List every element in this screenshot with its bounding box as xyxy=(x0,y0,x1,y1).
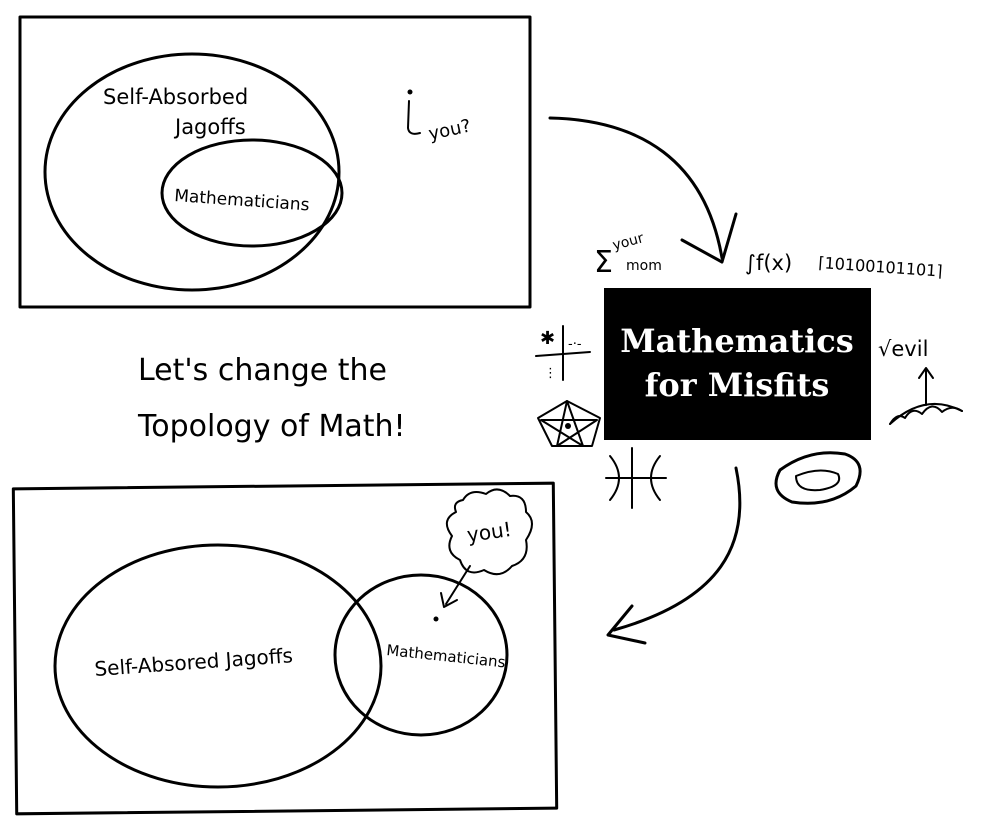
cloud-pointer-dot xyxy=(433,616,439,622)
doodles: Σ your mom ∫f(x) ⌈10100101101⌉ √evil ✱ -… xyxy=(535,230,963,509)
bottom-left-label: Self-Absored Jagoffs xyxy=(94,643,294,681)
binary-label: ⌈10100101101⌉ xyxy=(818,253,943,281)
bottom-left-ellipse xyxy=(53,543,383,789)
bottom-arrow xyxy=(606,466,742,645)
bottom-right-ellipse xyxy=(333,573,509,737)
pentagram-icon xyxy=(537,400,601,447)
top-arrow-head xyxy=(680,212,738,264)
umbrella-icon xyxy=(889,367,963,425)
tagline-line1: Let's change the xyxy=(138,353,387,388)
bottom-diagram: Self-Absored Jagoffs Mathematicians you! xyxy=(11,481,559,816)
sum-label-line2: mom xyxy=(626,258,662,274)
title-box: Mathematics for Misfits xyxy=(604,288,871,440)
top-arrow xyxy=(548,116,738,264)
cloud-pointer-head xyxy=(440,592,458,608)
hyperbola-icon xyxy=(605,447,667,509)
pointer-dot xyxy=(407,89,413,95)
svg-text:-·-: -·- xyxy=(568,337,582,352)
svg-text:⋮: ⋮ xyxy=(544,366,557,381)
tagline: Let's change the Topology of Math! xyxy=(137,353,406,444)
sum-symbol: Σ xyxy=(594,245,613,280)
quadrant-axes-icon: ✱ -·- ⋮ xyxy=(535,325,591,381)
bottom-right-label: Mathematicians xyxy=(386,641,507,671)
top-outer-label-line1: Self-Absorbed xyxy=(103,85,248,109)
top-diagram: Self-Absorbed Jagoffs Mathematicians you… xyxy=(18,15,532,309)
bottom-arrow-head xyxy=(606,604,647,645)
sum-label-line1: your xyxy=(611,230,646,254)
integral-label: ∫f(x) xyxy=(745,251,792,275)
pointer-line xyxy=(407,100,421,135)
bottom-frame xyxy=(11,481,559,816)
blob-icon xyxy=(774,451,862,505)
cloud-label: you! xyxy=(465,517,513,547)
tagline-line2: Topology of Math! xyxy=(137,409,406,444)
top-outer-ellipse xyxy=(43,52,341,292)
cloud-pointer-line xyxy=(445,565,471,605)
top-inner-ellipse xyxy=(160,138,344,248)
title-box-background xyxy=(604,288,871,440)
top-frame xyxy=(18,15,532,309)
top-arrow-curve xyxy=(548,116,724,260)
top-inner-label: Mathematicians xyxy=(174,186,311,215)
title-line1: Mathematics xyxy=(620,322,854,360)
top-outer-label-line2: Jagoffs xyxy=(173,115,246,139)
bottom-arrow-curve xyxy=(612,466,742,632)
svg-text:✱: ✱ xyxy=(540,328,555,349)
pointer-label: you? xyxy=(427,115,473,144)
you-pointer: you? xyxy=(407,89,473,145)
thought-cloud: you! xyxy=(433,488,533,622)
sqrt-evil-label: √evil xyxy=(878,337,928,361)
title-line2: for Misfits xyxy=(645,366,830,404)
